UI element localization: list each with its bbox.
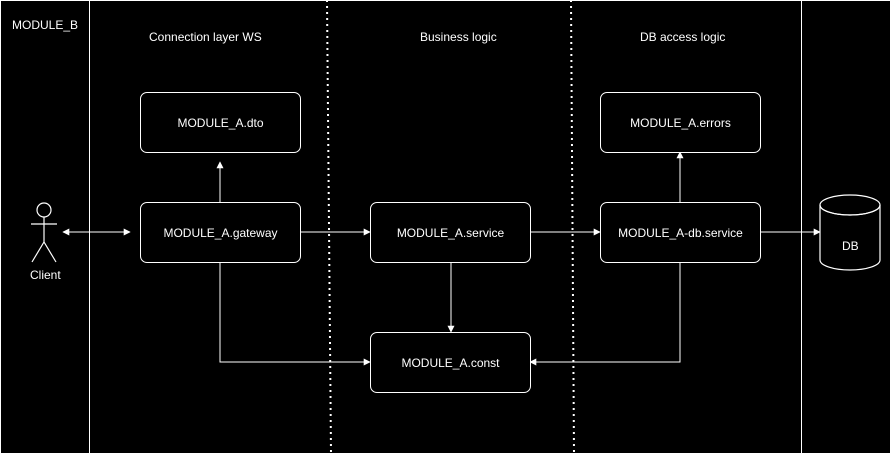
node-const: MODULE_A.const — [370, 332, 531, 393]
container-title: MODULE_B — [12, 18, 79, 32]
column-title-db-access: DB access logic — [640, 30, 726, 44]
edge-gateway-const — [219, 262, 371, 366]
node-service: MODULE_A.service — [370, 202, 531, 263]
edge-dbservice-const — [529, 262, 681, 366]
column-title-connection: Connection layer WS — [149, 30, 262, 44]
column-divider-1 — [326, 0, 332, 454]
node-dto: MODULE_A.dto — [140, 92, 301, 153]
column-divider-2 — [570, 0, 575, 454]
db-label: DB — [842, 239, 859, 253]
column-title-business: Business logic — [420, 30, 497, 44]
client-actor-icon — [31, 202, 57, 263]
client-label: Client — [30, 268, 61, 282]
node-errors: MODULE_A.errors — [600, 92, 761, 153]
node-gateway: MODULE_A.gateway — [140, 202, 301, 263]
database-icon — [819, 194, 881, 271]
node-db-service: MODULE_A-db.service — [600, 202, 761, 263]
